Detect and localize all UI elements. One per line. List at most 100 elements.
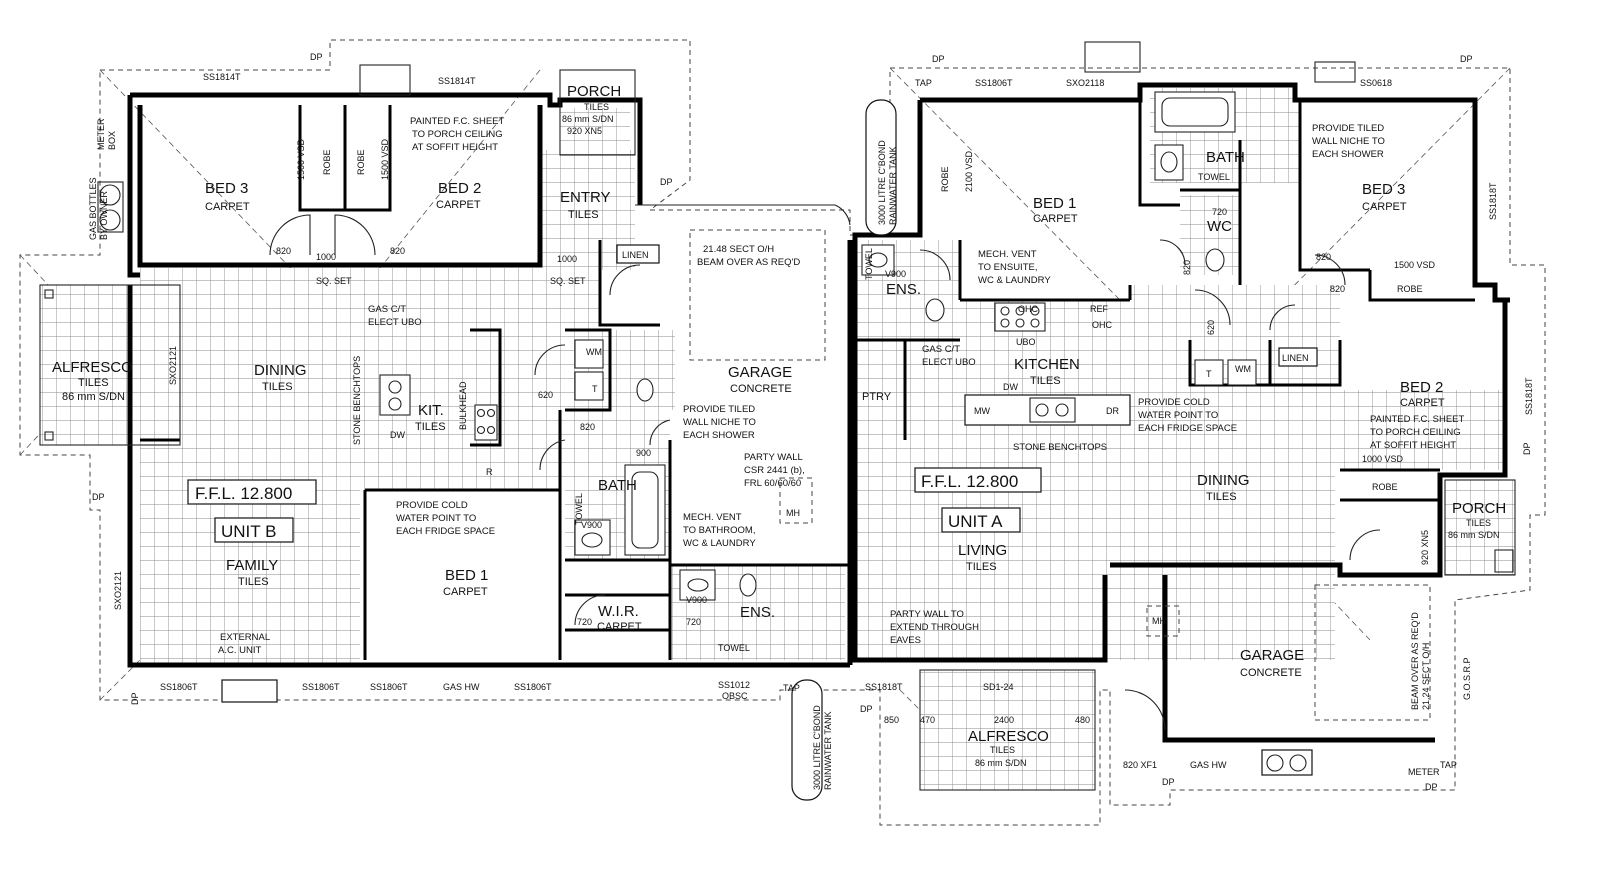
room-sublabel: TILES <box>990 745 1015 755</box>
door-tag: 720 <box>686 617 701 627</box>
note-line: FRL 60/60/60 <box>744 478 801 489</box>
room-label: WC <box>1207 218 1232 235</box>
dimension-tag: SQ. SET <box>316 276 352 286</box>
note-line: PROVIDE TILED <box>683 404 755 415</box>
room-label: BED 1 <box>445 567 488 584</box>
dimension-tag: 470 <box>920 715 935 725</box>
note-line: CSR 2441 (b), <box>744 465 805 476</box>
dimension-tag: 850 <box>884 715 899 725</box>
unit-a-walls <box>852 82 1510 743</box>
room-label: PORCH <box>567 83 621 100</box>
room-sublabel: CARPET <box>436 199 481 211</box>
note-line: PROVIDE TILED <box>1312 123 1384 134</box>
room-label: BED 2 <box>438 180 481 197</box>
ohc-tag: OHC <box>1092 320 1113 330</box>
robe-tag: ROBE <box>322 149 332 175</box>
room-label: ENS. <box>886 281 921 298</box>
downpipe-tag: DP <box>92 492 105 502</box>
downpipe-tag: DP <box>860 704 873 714</box>
window-tag: SS1806T <box>302 682 340 692</box>
room-label: GARAGE <box>1240 647 1304 664</box>
room-sublabel: 920 XN5 <box>567 126 602 136</box>
vsd-tag: 1000 VSD <box>1362 454 1404 464</box>
room-sublabel: TILES <box>1030 375 1061 387</box>
downpipe-tag: DP <box>310 52 323 62</box>
ref-tag: REF <box>1090 304 1109 314</box>
note-line: BOX <box>107 131 117 150</box>
note-line: 3000 LITRE C'BOND <box>877 140 887 225</box>
room-label: DINING <box>254 362 307 379</box>
note-line: WC & LAUNDRY <box>978 275 1051 286</box>
note-line: G.O.S.R.P <box>1462 657 1472 700</box>
door-tag: 820 <box>1330 284 1345 294</box>
vsd-tag: 1500 VSD <box>296 138 306 180</box>
room-label: ALFRESCO <box>968 728 1049 745</box>
note-line: WATER POINT TO <box>396 513 476 524</box>
towel-tag: TOWEL <box>1198 172 1230 182</box>
room-sublabel: CARPET <box>1362 201 1407 213</box>
vsd-tag: 2100 VSD <box>964 150 974 192</box>
unit-b-labels: BED 3 CARPET BED 2 CARPET PORCH TILES 86… <box>52 52 898 790</box>
note-line: STONE BENCHTOPS <box>1013 442 1107 453</box>
room-sublabel: CONCRETE <box>1240 667 1302 679</box>
note-line: EXTERNAL <box>220 632 270 643</box>
note-line: MECH. VENT <box>978 249 1037 260</box>
door-tag: 720 <box>1212 207 1227 217</box>
room-sublabel: TILES <box>78 377 109 389</box>
washer-tag: WM <box>586 347 602 357</box>
note-line: BEAM OVER AS REQ'D <box>697 257 800 268</box>
room-sublabel: TILES <box>262 381 293 393</box>
note-line: EXTEND THROUGH <box>890 622 979 633</box>
gas-hw-tag: GAS HW <box>1190 760 1227 770</box>
window-tag: SS1806T <box>160 682 198 692</box>
room-label: BED 1 <box>1033 195 1076 212</box>
room-sublabel: TILES <box>238 576 269 588</box>
note-line: 21.24 SECT O/H <box>1421 643 1431 710</box>
door-tag: 820 XF1 <box>1123 760 1157 770</box>
room-sublabel: 86 mm S/DN <box>562 114 614 124</box>
robe-tag: ROBE <box>940 166 950 192</box>
manhole-tag: MH <box>786 508 800 518</box>
note-line: PAINTED F.C. SHEET <box>1370 414 1465 425</box>
downpipe-tag: DP <box>932 54 945 64</box>
vsd-tag: 1500 VSD <box>380 138 390 180</box>
note-line: TO ENSUITE, <box>978 262 1037 273</box>
door-tag: 900 <box>636 448 651 458</box>
room-label: DINING <box>1197 472 1250 489</box>
door-tag: 820 <box>580 422 595 432</box>
tub-tag: T <box>592 384 598 394</box>
note-line: STONE BENCHTOPS <box>352 356 362 445</box>
dimension-tag: SQ. SET <box>550 276 586 286</box>
window-tag: SXO2121 <box>113 571 123 610</box>
room-label: BATH <box>1206 149 1245 166</box>
note-line: BEAM OVER AS REQ'D <box>1410 612 1420 710</box>
note-line: EACH FRIDGE SPACE <box>396 526 495 537</box>
washer-tag: WM <box>1235 364 1251 374</box>
door-swings <box>269 204 1381 731</box>
door-tag: 820 <box>1182 260 1192 275</box>
gas-hw-tag: GAS HW <box>443 682 480 692</box>
room-sublabel: TILES <box>584 102 609 112</box>
drawer-tag: DR <box>1106 406 1119 416</box>
room-label: BED 3 <box>1362 181 1405 198</box>
note-line: WATER POINT TO <box>1138 410 1218 421</box>
dimension-tag: 1000 <box>316 252 336 262</box>
note-line: 3000 LITRE C'BOND <box>812 705 822 790</box>
tub-tag: T <box>1206 369 1212 379</box>
towel-tag: TOWEL <box>718 643 750 653</box>
tap-tag: TAP <box>1440 760 1457 770</box>
door-tag: 720 <box>577 617 592 627</box>
room-label: PTRY <box>862 391 892 403</box>
note-line: ELECT UBO <box>922 357 976 368</box>
room-label: PORCH <box>1452 500 1506 517</box>
window-tag: SS1818T <box>1524 377 1534 415</box>
window-tag: SS1806T <box>370 682 408 692</box>
note-line: WC & LAUNDRY <box>683 538 756 549</box>
vsd-tag: 1500 VSD <box>1394 260 1436 270</box>
note-line: BULKHEAD <box>458 381 468 430</box>
room-sublabel: CARPET <box>1400 397 1445 409</box>
unit-a-title: UNIT A <box>948 512 1003 531</box>
downpipe-tag: DP <box>1522 442 1532 455</box>
towel-tag: TOWEL <box>864 248 874 280</box>
